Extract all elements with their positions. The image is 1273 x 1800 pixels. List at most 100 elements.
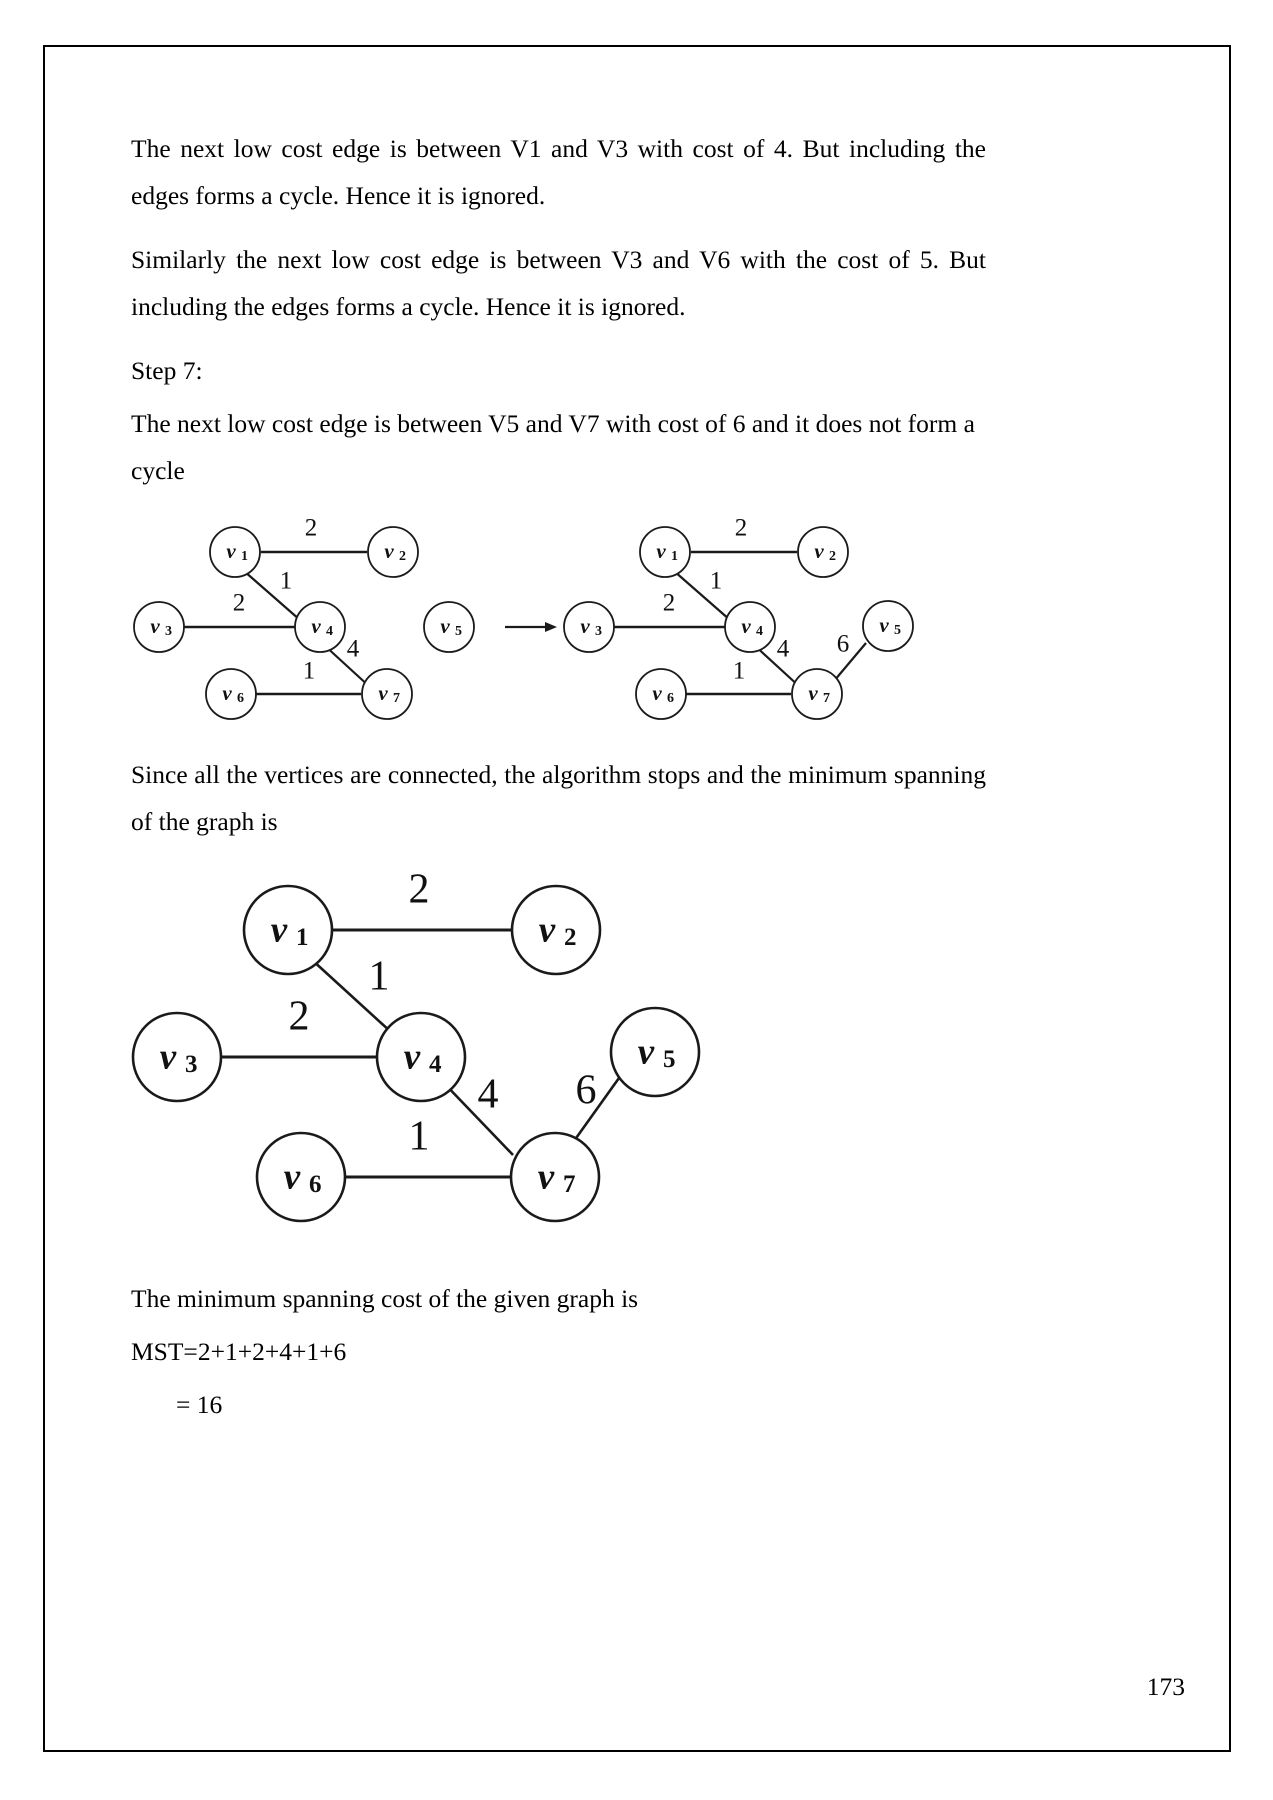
node-v3-subscript: 3 [185, 1051, 198, 1078]
paragraph-v1v3-cycle: The next low cost edge is between V1 and… [131, 134, 986, 210]
paragraph-v5v7-no-cycle: The next low cost edge is between V5 and… [131, 409, 975, 485]
weight-v5-v7: 6 [576, 1068, 597, 1114]
weight-v5-v7: 6 [837, 631, 850, 658]
node-v5-circle [609, 1006, 701, 1098]
node-v6-subscript: 6 [667, 691, 674, 706]
left-graph-group: v 1 v 2 v 3 v [133, 515, 475, 720]
weight-v1-v4: 1 [710, 568, 723, 595]
node-v3-label: v [150, 614, 160, 638]
node-v3-circle [131, 1011, 223, 1103]
weight-v6-v7: 1 [303, 658, 316, 685]
node-v4: v 4 [375, 1011, 467, 1103]
node-v1: v 1 [242, 884, 334, 976]
node-v5-subscript: 5 [894, 623, 901, 638]
mst-result: = 16 [176, 1390, 223, 1419]
node-v3-circle [563, 601, 615, 653]
node-v4-subscript: 4 [756, 624, 763, 639]
node-v6-subscript: 6 [237, 691, 244, 706]
node-v6-circle [205, 668, 257, 720]
node-v7-circle [509, 1131, 601, 1223]
paragraph-v3v6-cycle: Similarly the next low cost edge is betw… [131, 245, 986, 321]
edge-v4-v7 [440, 1079, 514, 1156]
node-v6: v 6 [635, 668, 687, 720]
node-v3-subscript: 3 [165, 624, 172, 639]
arrow-head-icon [545, 622, 557, 632]
figure-final-mst: v 1 v 2 v 3 v 4 [131, 867, 986, 1275]
weight-v3-v4: 2 [233, 590, 246, 617]
node-v4-circle [375, 1011, 467, 1103]
weight-v4-v7: 4 [777, 636, 790, 663]
node-v1-subscript: 1 [671, 549, 678, 564]
node-v1-circle [209, 526, 261, 578]
node-v6-circle [255, 1131, 347, 1223]
page-number: 173 [1146, 1672, 1185, 1701]
node-v4-circle [724, 601, 776, 653]
node-v6-label: v [222, 681, 232, 705]
mst-expression: MST=2+1+2+4+1+6 [131, 1337, 347, 1366]
node-v2-subscript: 2 [829, 549, 836, 564]
node-v5-label: v [879, 613, 889, 637]
node-v2-circle [367, 526, 419, 578]
weight-v1-v4: 1 [280, 568, 293, 595]
node-v4-subscript: 4 [326, 624, 333, 639]
node-v7-label: v [808, 681, 818, 705]
node-v3: v 3 [131, 1011, 223, 1103]
node-v3-subscript: 3 [595, 624, 602, 639]
node-v2-label: v [814, 539, 824, 563]
node-v6-label: v [284, 1156, 301, 1197]
node-v3: v 3 [133, 601, 185, 653]
weight-v4-v7: 4 [478, 1072, 499, 1118]
node-v6: v 6 [205, 668, 257, 720]
node-v2: v 2 [367, 526, 419, 578]
node-v2-circle [797, 526, 849, 578]
step-7-heading: Step 7: [131, 356, 203, 385]
node-v2: v 2 [510, 884, 602, 976]
node-v5: v 5 [423, 601, 475, 653]
weight-v3-v4: 2 [663, 590, 676, 617]
node-v1-subscript: 1 [296, 924, 309, 951]
node-v6: v 6 [255, 1131, 347, 1223]
node-v5-label: v [440, 614, 450, 638]
node-v7: v 7 [791, 668, 843, 720]
node-v1-label: v [226, 539, 236, 563]
node-v3: v 3 [563, 601, 615, 653]
node-v4-label: v [741, 614, 751, 638]
node-v5-circle [423, 601, 475, 653]
node-v5-circle [862, 600, 914, 652]
edge-v1-v4 [673, 570, 731, 621]
node-v1-subscript: 1 [241, 549, 248, 564]
page-border [43, 45, 1231, 1752]
node-v7-label: v [538, 1156, 555, 1197]
node-v7-subscript: 7 [563, 1171, 576, 1198]
paragraph-algorithm-stops: Since all the vertices are connected, th… [131, 760, 986, 836]
node-v5-label: v [638, 1031, 655, 1072]
figure-step7-svg: v 1 v 2 v 3 v [133, 515, 914, 720]
edge-v5-v7 [833, 642, 867, 682]
node-v7-label: v [378, 681, 388, 705]
weight-v4-v7: 4 [347, 636, 360, 663]
weight-v1-v4: 1 [369, 954, 390, 1000]
weight-v1-v2: 2 [409, 867, 430, 913]
node-v2-subscript: 2 [399, 549, 406, 564]
node-v4-circle [294, 601, 346, 653]
node-v1: v 1 [639, 526, 691, 578]
weight-v6-v7: 1 [733, 658, 746, 685]
weight-v3-v4: 2 [289, 994, 310, 1040]
node-v7: v 7 [361, 668, 413, 720]
node-v5: v 5 [609, 1006, 701, 1098]
page-content: The next low cost edge is between V1 and… [131, 125, 986, 1434]
node-v4-label: v [311, 614, 321, 638]
node-v2-circle [510, 884, 602, 976]
weight-v6-v7: 1 [409, 1114, 430, 1160]
node-v1: v 1 [209, 526, 261, 578]
node-v6-subscript: 6 [309, 1171, 322, 1198]
node-v7-circle [791, 668, 843, 720]
node-v4-subscript: 4 [429, 1051, 442, 1078]
node-v1-circle [242, 884, 334, 976]
node-v5-subscript: 5 [455, 624, 462, 639]
paragraph-min-spanning-cost: The minimum spanning cost of the given g… [131, 1284, 639, 1313]
node-v7-subscript: 7 [823, 691, 830, 706]
node-v2-label: v [539, 909, 556, 950]
node-v7: v 7 [509, 1131, 601, 1223]
